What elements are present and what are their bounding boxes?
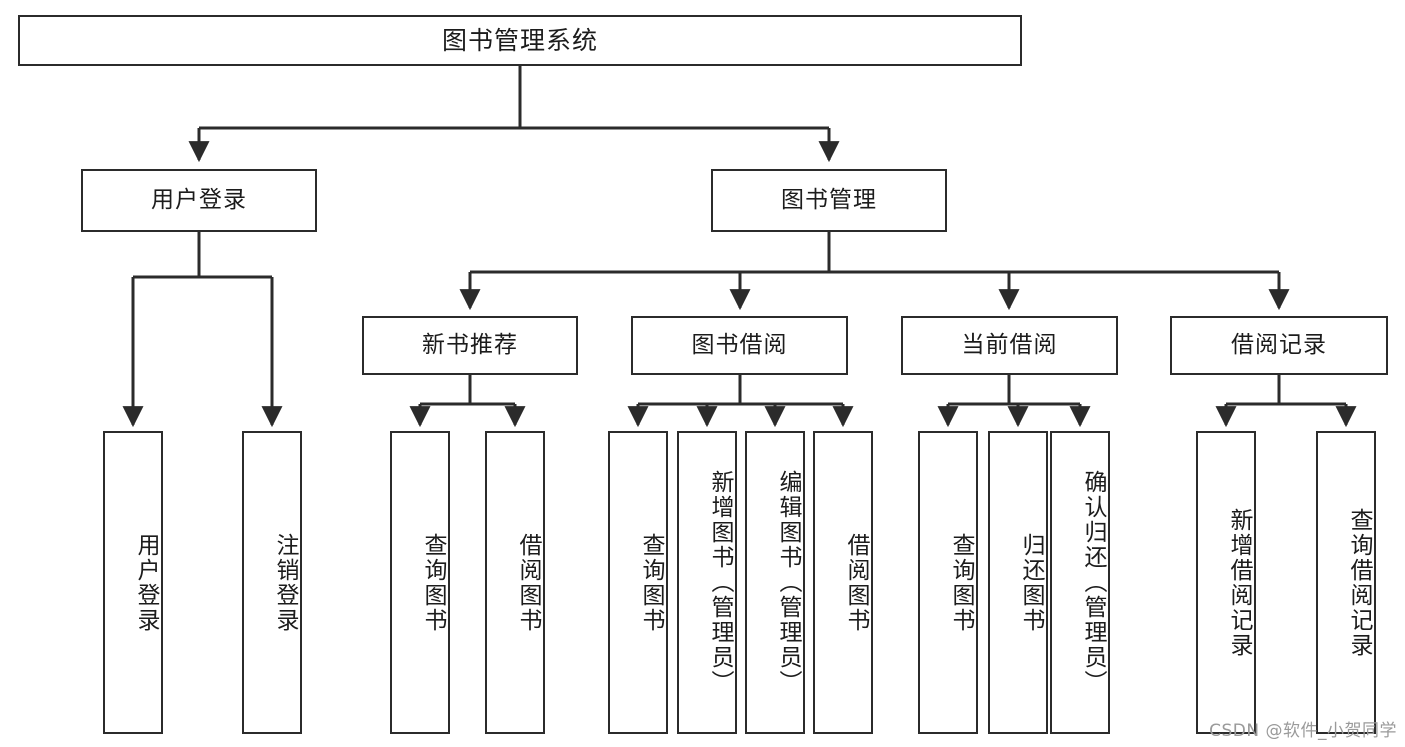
node-leaf-confirm-return[interactable]: 确认归还（管理员） [1050,431,1110,734]
node-current-borrow[interactable]: 当前借阅 [901,316,1118,375]
node-leaf-add-record-label: 新增借阅记录 [1226,507,1252,658]
node-book-manage-label: 图书管理 [781,186,877,213]
node-leaf-logout-label: 注销登录 [272,532,298,633]
node-borrow-record-label: 借阅记录 [1231,331,1327,358]
node-leaf-borrow-book-2[interactable]: 借阅图书 [813,431,873,734]
node-leaf-add-book-label: 新增图书（管理员） [707,470,733,695]
node-leaf-borrow-book-1-label: 借阅图书 [515,532,541,633]
node-leaf-query-record-label: 查询借阅记录 [1346,507,1372,658]
node-book-borrow[interactable]: 图书借阅 [631,316,848,375]
node-leaf-add-record[interactable]: 新增借阅记录 [1196,431,1256,734]
node-leaf-query-book-3-label: 查询图书 [948,532,974,633]
node-leaf-query-book-1-label: 查询图书 [420,532,446,633]
watermark: CSDN @软件_小贺同学 [1209,721,1397,741]
node-leaf-query-book-1[interactable]: 查询图书 [390,431,450,734]
node-leaf-query-book-2[interactable]: 查询图书 [608,431,668,734]
node-user-login[interactable]: 用户登录 [81,169,317,232]
node-book-borrow-label: 图书借阅 [691,331,788,358]
node-leaf-return-book[interactable]: 归还图书 [988,431,1048,734]
node-leaf-query-record[interactable]: 查询借阅记录 [1316,431,1376,734]
node-leaf-user-login[interactable]: 用户登录 [103,431,163,734]
node-new-book-recommend[interactable]: 新书推荐 [362,316,578,375]
node-leaf-return-book-label: 归还图书 [1018,532,1044,633]
node-root[interactable]: 图书管理系统 [18,15,1022,66]
node-leaf-borrow-book-2-label: 借阅图书 [843,532,869,633]
node-leaf-confirm-return-label: 确认归还（管理员） [1080,470,1106,695]
node-leaf-user-login-label: 用户登录 [133,532,159,633]
node-leaf-query-book-2-label: 查询图书 [638,532,664,633]
node-root-label: 图书管理系统 [441,25,598,55]
node-leaf-logout[interactable]: 注销登录 [242,431,302,734]
node-leaf-edit-book-label: 编辑图书（管理员） [775,470,801,695]
node-leaf-add-book[interactable]: 新增图书（管理员） [677,431,737,734]
node-new-book-recommend-label: 新书推荐 [422,331,518,358]
node-leaf-edit-book[interactable]: 编辑图书（管理员） [745,431,805,734]
node-leaf-borrow-book-1[interactable]: 借阅图书 [485,431,545,734]
node-book-manage[interactable]: 图书管理 [711,169,947,232]
node-borrow-record[interactable]: 借阅记录 [1170,316,1388,375]
node-current-borrow-label: 当前借阅 [961,331,1058,358]
node-leaf-query-book-3[interactable]: 查询图书 [918,431,978,734]
node-user-login-label: 用户登录 [151,186,247,213]
